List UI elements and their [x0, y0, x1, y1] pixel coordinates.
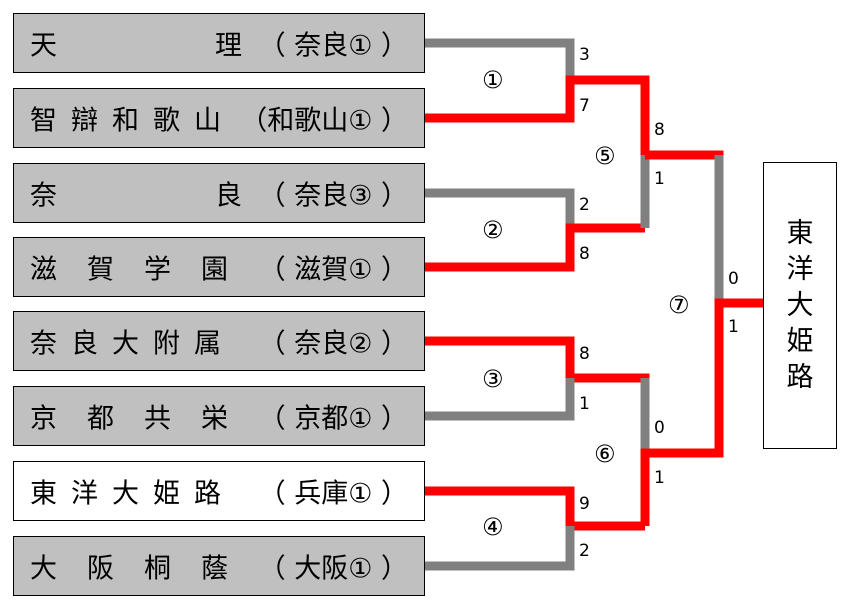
team-prefecture: （和歌山① ） [240, 105, 408, 137]
champion-char: 路 [786, 361, 814, 393]
line-game3-loser [425, 378, 575, 421]
score-game7-top: 0 [728, 269, 739, 289]
team-name: 大阪桐蔭 [30, 553, 228, 585]
team-prefecture: （ 奈良③ ） [258, 180, 408, 212]
score-game4-top: 9 [579, 494, 590, 514]
team-box-5: 奈良大附属 （ 奈良② ） [13, 311, 425, 371]
team-prefecture: （ 奈良② ） [258, 328, 408, 360]
champion-char: 姫 [786, 325, 814, 357]
team-box-2: 智辯和歌山 （和歌山① ） [13, 88, 425, 148]
line-game6-winner [640, 303, 724, 526]
line-game7-winner [714, 298, 763, 453]
team-name: 天理 [30, 30, 242, 62]
game-number-2: ② [482, 216, 504, 244]
score-game3-top: 8 [579, 344, 590, 364]
team-box-6: 京都共栄 （ 京都① ） [13, 386, 425, 446]
line-game2-loser [425, 188, 575, 228]
team-prefecture: （ 兵庫① ） [258, 478, 408, 510]
team-box-1: 天理 （ 奈良① ） [13, 13, 425, 73]
score-game1-top: 3 [579, 45, 590, 65]
game-number-4: ④ [482, 513, 504, 541]
team-box-8: 大阪桐蔭 （ 大阪① ） [13, 536, 425, 596]
score-game3-bottom: 1 [579, 394, 590, 414]
team-box-3: 奈良 （ 奈良③ ） [13, 163, 425, 223]
team-name: 東洋大姫路 [30, 478, 221, 510]
team-prefecture: （ 滋賀① ） [258, 254, 408, 286]
team-name: 智辯和歌山 [30, 105, 221, 137]
game-number-1: ① [482, 66, 504, 94]
team-name: 滋賀学園 [30, 254, 228, 286]
team-box-4: 滋賀学園 （ 滋賀① ） [13, 237, 425, 297]
game-number-3: ③ [482, 365, 504, 393]
score-game7-bottom: 1 [728, 317, 739, 337]
champion-box: 東 洋 大 姫 路 [763, 162, 837, 449]
score-game6-top: 0 [654, 418, 665, 438]
score-game4-bottom: 2 [579, 541, 590, 561]
team-prefecture: （ 大阪① ） [258, 553, 408, 585]
team-prefecture: （ 京都① ） [258, 403, 408, 435]
line-game4-loser [425, 526, 575, 571]
line-game4-winner [425, 486, 645, 531]
line-game3-winner [425, 336, 650, 453]
score-game2-top: 2 [579, 195, 590, 215]
score-game1-bottom: 7 [579, 96, 590, 116]
game-number-5: ⑤ [594, 142, 616, 170]
champion-char: 東 [786, 217, 814, 249]
team-box-7: 東洋大姫路 （ 兵庫① ） [13, 461, 425, 521]
team-name: 奈良 [30, 180, 242, 212]
team-prefecture: （ 奈良① ） [258, 30, 408, 62]
game-number-7: ⑦ [668, 291, 690, 319]
champion-char: 大 [786, 289, 814, 321]
game-number-6: ⑥ [594, 440, 616, 468]
score-game2-bottom: 8 [579, 244, 590, 264]
team-name: 奈良大附属 [30, 328, 221, 360]
score-game5-top: 8 [654, 120, 665, 140]
line-game2-winner [425, 223, 645, 272]
champion-char: 洋 [786, 253, 814, 285]
score-game6-bottom: 1 [654, 468, 665, 488]
line-game1-loser [425, 38, 575, 80]
line-game1-winner [425, 75, 650, 155]
score-game5-bottom: 1 [654, 169, 665, 189]
team-name: 京都共栄 [30, 403, 228, 435]
